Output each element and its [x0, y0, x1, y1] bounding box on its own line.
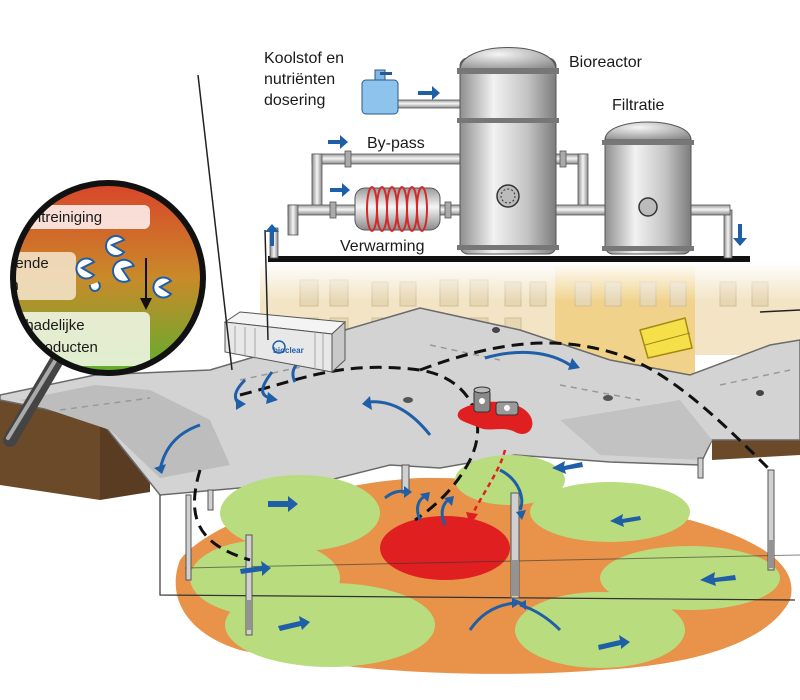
label-filtration: Filtratie — [612, 97, 665, 114]
bioreactor-tank — [457, 47, 559, 255]
mag-label-pollution: Verontreiniging — [2, 209, 102, 226]
label-bioreactor: Bioreactor — [569, 54, 643, 71]
leaking-barrels — [457, 386, 533, 434]
diagram-labels: Koolstof en nutriënten dosering Bioreact… — [264, 50, 665, 255]
mag-label-degrading-1: erende — [2, 255, 49, 272]
label-carbon-dosing-2: nutriënten — [264, 71, 335, 88]
street-slab — [0, 307, 800, 496]
leak-path — [470, 449, 507, 516]
label-bypass: By-pass — [367, 135, 425, 152]
heating-coil-icon — [366, 186, 428, 232]
mag-label-harmless-1: nschadelijke — [2, 317, 85, 334]
zone-arrows — [240, 461, 736, 650]
label-heating: Verwarming — [340, 238, 424, 255]
contamination-core — [380, 516, 510, 580]
leak-arrowhead — [466, 512, 478, 525]
wells — [185, 457, 775, 636]
treatment-container: bioclear — [223, 311, 347, 374]
manhole-icon — [638, 197, 658, 217]
filtration-tank — [602, 121, 694, 255]
bacteria-icon — [75, 235, 173, 299]
process-arrows — [265, 86, 747, 246]
city-background — [255, 262, 800, 385]
treated-zones — [190, 455, 780, 668]
heating-unit — [354, 186, 441, 232]
flow-arrowheads — [154, 356, 580, 610]
label-carbon-dosing-1: Koolstof en — [264, 50, 344, 67]
callout-lines — [197, 74, 800, 371]
pipelines-underground — [192, 341, 772, 562]
bioclear-logo-icon — [272, 340, 286, 354]
subsurface — [159, 455, 800, 674]
container-logo: bioclear — [273, 346, 304, 355]
pipework — [287, 99, 731, 236]
label-carbon-dosing-3: dosering — [264, 92, 325, 109]
manhole-icon — [496, 184, 520, 208]
magnifier-rim — [10, 180, 206, 376]
dosing-bottle-icon — [361, 69, 399, 115]
